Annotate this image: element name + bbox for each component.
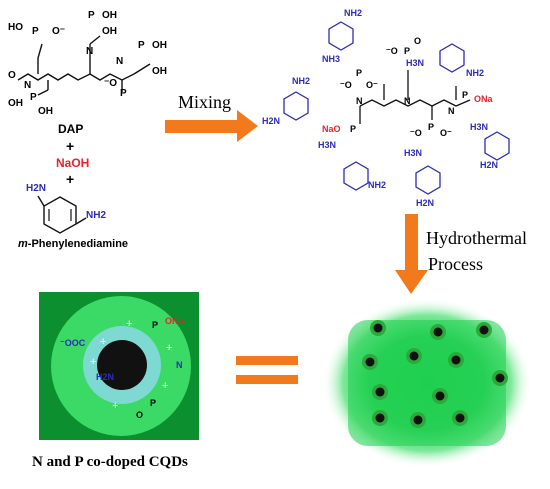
- cqd-dot-core: [495, 373, 505, 383]
- cqd-core: [97, 340, 147, 390]
- sc-h3n-4: H3N: [470, 122, 489, 132]
- dap-n-right: N: [116, 56, 124, 67]
- sc-o-2: O⁻: [366, 80, 378, 90]
- sc-o-5: ⁻O: [410, 128, 422, 138]
- cqd-p-bottom: P: [150, 398, 157, 408]
- cqd-dot-core: [375, 413, 385, 423]
- cqd-dot-core: [479, 325, 489, 335]
- sc-nh2-3: NH2: [292, 76, 311, 86]
- sc-o-4: O: [414, 36, 422, 46]
- sc-o-6: O⁻: [440, 128, 452, 138]
- cqd-cooh: ⁻OOC: [60, 338, 86, 348]
- dap-oh-bottom2: OH: [38, 106, 53, 117]
- dap-o-low: O: [8, 70, 16, 81]
- dap-p-top: P: [88, 10, 95, 21]
- mpd-h2n: H2N: [26, 183, 47, 194]
- dap-o-right: ⁻O: [104, 78, 118, 89]
- cqd-plus-3: +: [90, 356, 97, 368]
- cqd-plus-2: +: [100, 336, 107, 348]
- cqd-dot-core: [413, 415, 423, 425]
- plus-1: +: [66, 138, 75, 154]
- sc-n-right: N: [448, 106, 455, 116]
- cqd-plus-4: +: [166, 342, 173, 354]
- cqd-particle: [39, 292, 199, 440]
- sc-o-1: ⁻O: [340, 80, 352, 90]
- sc-nh3-1: NH3: [322, 54, 341, 64]
- sc-h2n-2: H2N: [416, 198, 435, 208]
- cqd-n-left: H2N: [96, 372, 115, 382]
- sc-nh2-4: NH2: [368, 180, 387, 190]
- sc-p-2: P: [404, 46, 411, 56]
- mpd-name: -Phenylenediamine: [27, 238, 129, 250]
- mpd-nh2: NH2: [86, 210, 107, 221]
- dap-oh-right2: OH: [152, 66, 167, 77]
- cqd-plus-5: +: [112, 400, 119, 412]
- dap-o-left: O⁻: [52, 26, 66, 37]
- cqd-ona: ONa: [165, 316, 184, 326]
- sc-h3n-1: H3N: [406, 58, 425, 68]
- sc-p-1: P: [356, 68, 363, 78]
- sc-nh2-1: NH2: [344, 8, 363, 18]
- hydrothermal-arrow: [395, 214, 428, 294]
- cqd-dot-core: [451, 355, 461, 365]
- dap-structure: [17, 35, 151, 96]
- cqd-dot-core: [409, 351, 419, 361]
- hydrothermal-label-line1: Hydrothermal: [426, 228, 527, 248]
- cqd-n-right: N: [176, 360, 183, 370]
- dap-p-right: P: [138, 40, 145, 51]
- dap-n-left: N: [24, 80, 32, 91]
- plus-2: +: [66, 171, 75, 187]
- dap-label: DAP: [58, 122, 84, 136]
- dap-ho-left: HO: [8, 22, 23, 33]
- dap-oh-bottom1: OH: [8, 98, 23, 109]
- cqd-dot-core: [375, 387, 385, 397]
- sc-p-5: P: [428, 122, 435, 132]
- sc-n-left: N: [356, 96, 363, 106]
- mixing-label: Mixing: [178, 92, 232, 112]
- sc-h2n-3: H2N: [480, 160, 499, 170]
- cqd-dot-core: [433, 327, 443, 337]
- solution-core: [348, 320, 506, 446]
- cqd-p-top: P: [152, 320, 159, 330]
- mpd-prefix: m: [18, 238, 28, 250]
- sc-p-4: P: [350, 124, 357, 134]
- sc-nh2-2: NH2: [466, 68, 485, 78]
- mpd-label: m-Phenylenediamine: [18, 238, 128, 250]
- hydrothermal-label-line2: Process: [428, 254, 483, 274]
- sc-h3n-2: H3N: [318, 140, 337, 150]
- sc-nao: NaO: [322, 124, 341, 134]
- sc-h2n-1: H2N: [262, 116, 281, 126]
- dap-p-bottom: P: [30, 92, 37, 103]
- mixing-arrow: [165, 110, 258, 142]
- sc-p-3: P: [462, 90, 469, 100]
- sc-o-3: ⁻O: [386, 46, 398, 56]
- cqd-caption: N and P co-doped CQDs: [32, 454, 188, 470]
- dap-oh-top1: OH: [102, 10, 117, 21]
- dap-oh-top2: OH: [102, 26, 117, 37]
- equals-sign: [236, 356, 298, 384]
- dap-p-low: P: [120, 88, 127, 99]
- sc-n-mid: N: [404, 96, 411, 106]
- cqd-dot-core: [455, 413, 465, 423]
- cqd-plus-1: +: [126, 318, 133, 330]
- cqd-o-bottom: O: [136, 410, 144, 420]
- cqd-dot-core: [365, 357, 375, 367]
- cqd-dot-core: [373, 323, 383, 333]
- cqd-dot-core: [435, 391, 445, 401]
- cqd-dots: [362, 320, 508, 428]
- sc-h3n-3: H3N: [404, 148, 423, 158]
- sc-ona: ONa: [474, 94, 493, 104]
- cqd-plus-6: +: [162, 380, 169, 392]
- dap-nh-mid: N: [86, 46, 94, 57]
- dap-oh-right1: OH: [152, 40, 167, 51]
- dap-p-left: P: [32, 26, 39, 37]
- naoh-label: NaOH: [56, 156, 90, 170]
